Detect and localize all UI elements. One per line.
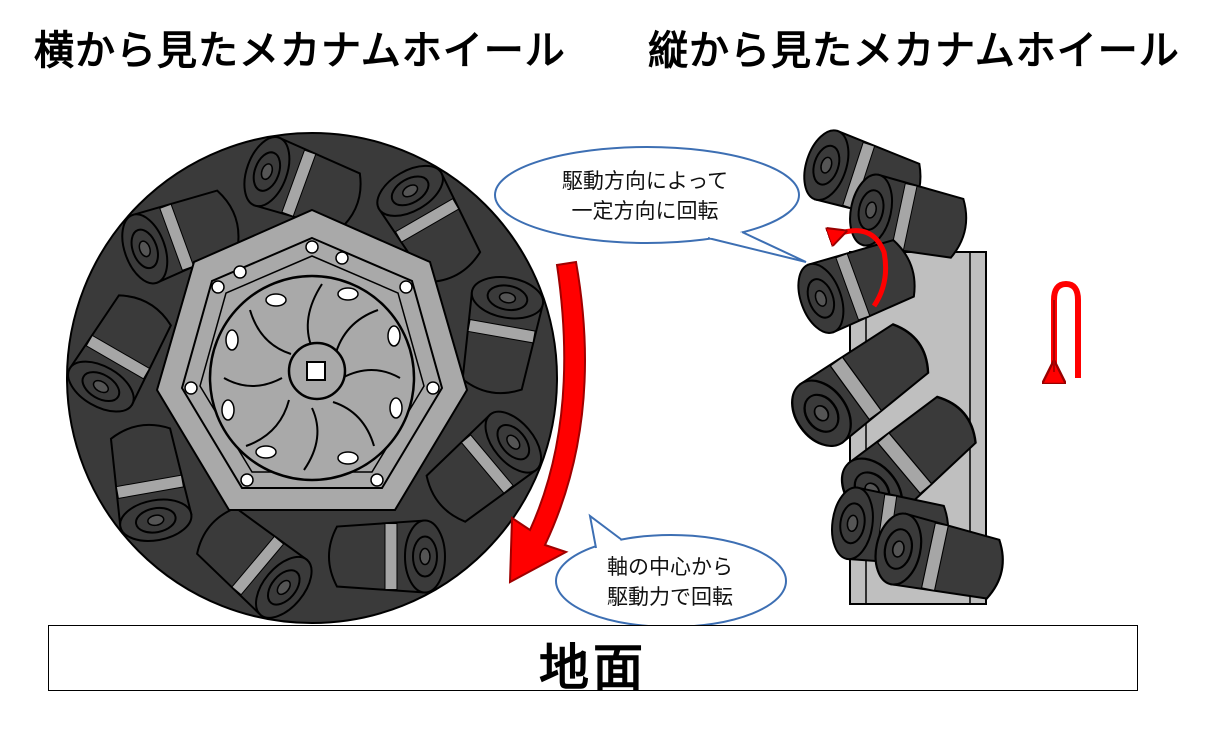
side-view-title: 横から見たメカナムホイール xyxy=(34,28,566,74)
front-view-wheel xyxy=(778,123,1081,608)
roller-rotation-arrow xyxy=(838,231,889,308)
axle-drive-line-2: 駆動力で回転 xyxy=(607,585,733,609)
callout-bubble-roller xyxy=(494,146,807,263)
axle-drive-line-1: 軸の中心から xyxy=(607,555,733,579)
drive-rotation-arrow xyxy=(508,260,586,584)
roller-rotation-line-1: 駆動方向によって xyxy=(561,169,729,193)
hub-bolts xyxy=(184,240,440,487)
roller-rotation-note: 駆動方向によって 一定方向に回転 xyxy=(540,166,750,226)
roller-rotation-line-2: 一定方向に回転 xyxy=(571,199,719,223)
wheel-rotation-arrow xyxy=(1054,280,1081,378)
ground-label: 地面 xyxy=(539,639,647,697)
front-view-title: 縦から見たメカナムホイール xyxy=(648,28,1180,74)
side-view-wheel xyxy=(58,129,558,629)
axle-drive-note: 軸の中心から 駆動力で回転 xyxy=(580,552,760,612)
ground-box: 地面 xyxy=(48,625,1138,697)
